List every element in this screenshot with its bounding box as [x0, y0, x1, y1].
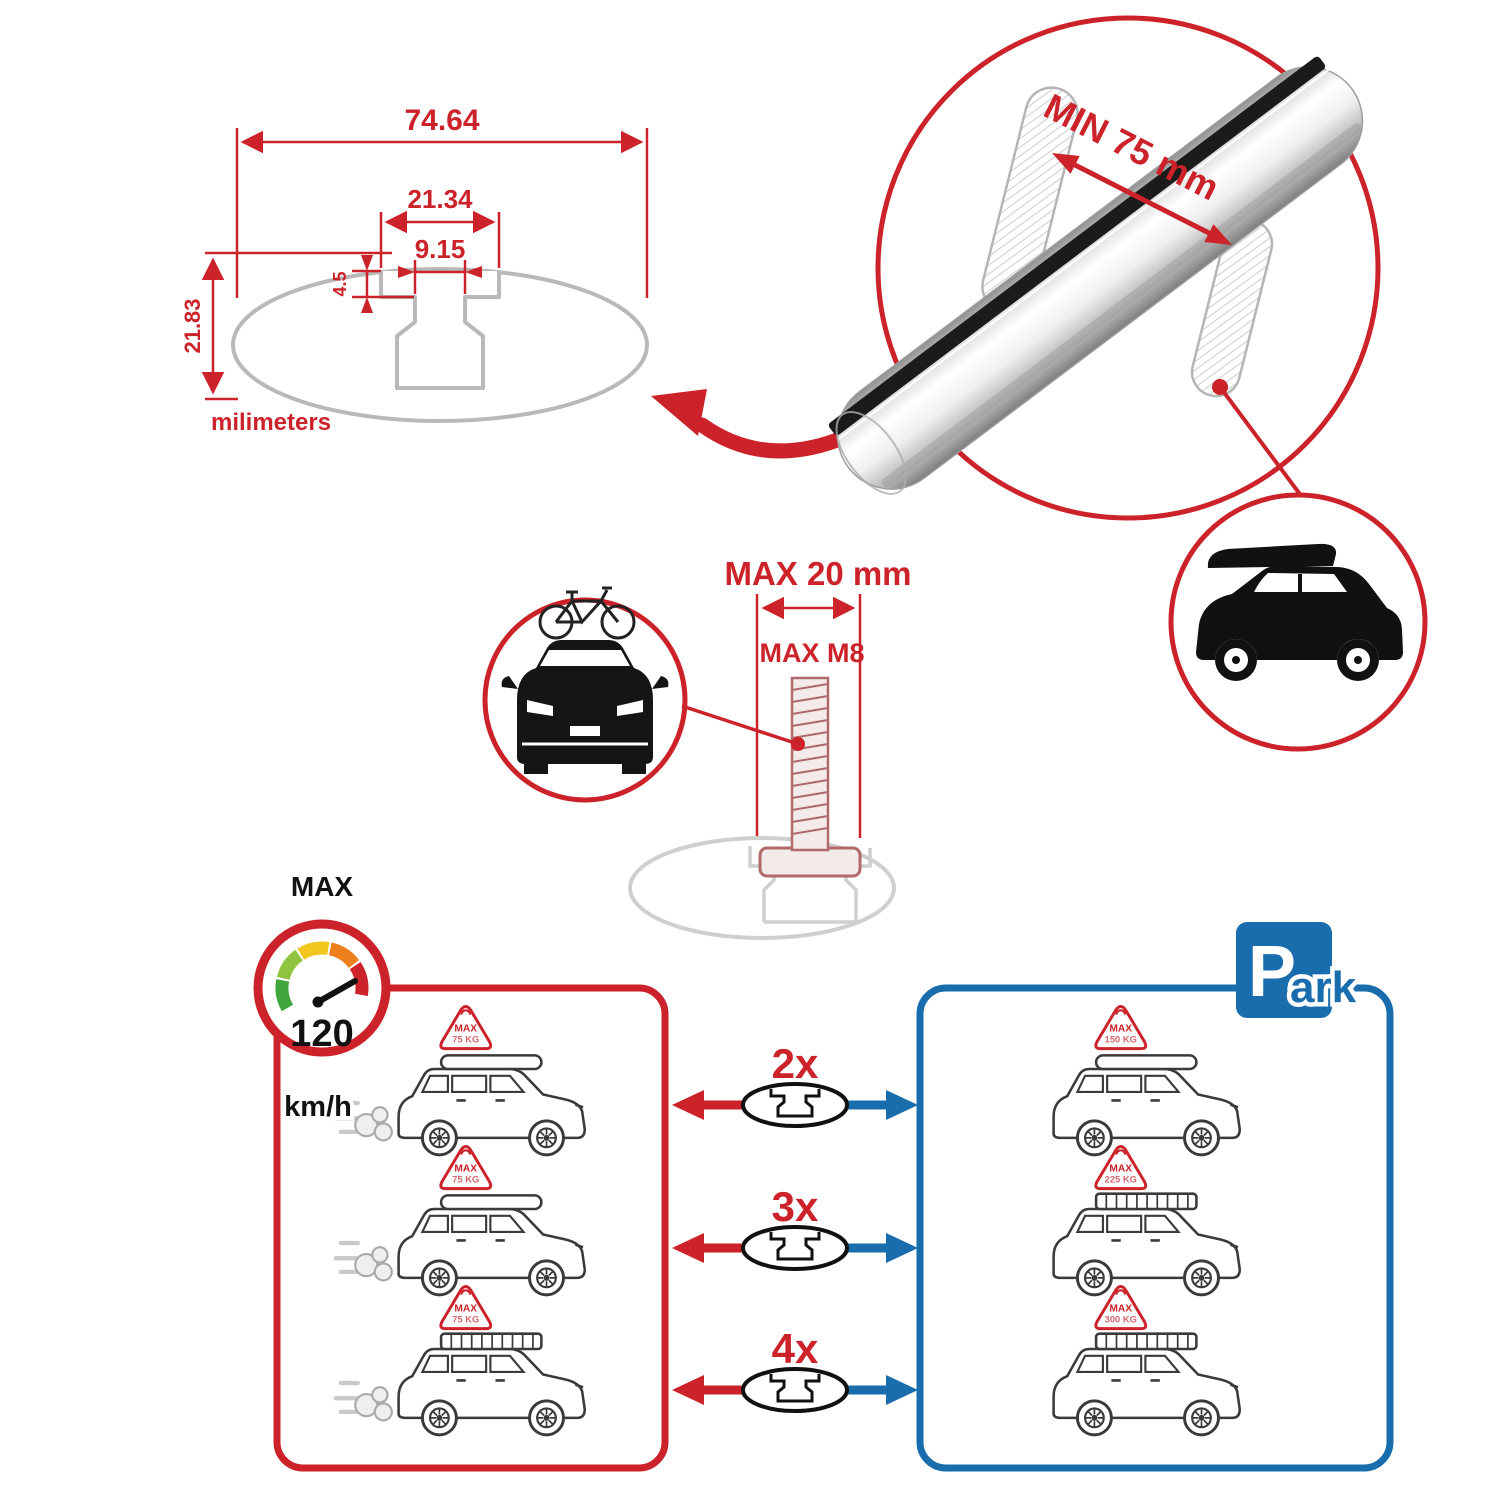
car-front-illustration: [501, 640, 669, 774]
max-load-sign: MAX 225 KG: [1094, 1145, 1148, 1191]
cross-section-diagram: 74.64 21.34 9.15 4.5 21.83 milimeters: [180, 104, 853, 459]
suv-silhouette: [1196, 566, 1403, 660]
speedometer-gauge-arc: [275, 941, 369, 1012]
park-sign-square: [1236, 922, 1332, 1018]
aluminum-crossbar-render: [828, 56, 1364, 495]
suv-with-roofbox-illustration: [1196, 543, 1403, 681]
bolt-callout-line: [681, 704, 799, 746]
parked-car-3: MAX 300 KG: [1054, 1285, 1240, 1435]
max-load-sign: MAX 300 KG: [1094, 1285, 1148, 1331]
svg-text:MAX: MAX: [1109, 1024, 1132, 1035]
park-sign-suffix: ark: [1290, 963, 1357, 1012]
speed-units: km/h: [284, 1091, 352, 1123]
svg-text:MAX: MAX: [454, 1024, 477, 1035]
dim-slot-width: 9.15: [415, 234, 466, 264]
multiplier-row-3: 4x: [672, 1325, 918, 1413]
min-span-arrow-line: [1073, 162, 1211, 236]
svg-text:75 KG: 75 KG: [452, 1315, 479, 1325]
driving-car-3: MAX 75 KG: [336, 1285, 585, 1435]
dim-total-width: 74.64: [404, 104, 479, 137]
svg-text:300 KG: 300 KG: [1105, 1315, 1137, 1325]
speedometer-needle: [315, 978, 358, 1005]
pointer-arrow-head: [651, 389, 707, 436]
bolt-diagram: MAX 20 mm MAX M8: [628, 555, 912, 940]
blue-arrow-icon: [886, 1233, 918, 1263]
bicycle-icon: [538, 586, 636, 640]
max-load-sign: MAX 75 KG: [439, 1285, 493, 1331]
red-arrow-icon: [672, 1233, 704, 1263]
max-load-sign: MAX 150 KG: [1094, 1005, 1148, 1051]
driving-panel: MAX 75 KG MAX 75 KG MAX 75 KG: [336, 1005, 585, 1435]
svg-text:MAX: MAX: [1109, 1164, 1132, 1175]
min-span-arrow-head-end: [1204, 224, 1232, 245]
driving-car-1: MAX 75 KG: [336, 1005, 585, 1155]
driving-panel-frame: [273, 984, 669, 1472]
bolt-callout-dot: [791, 737, 805, 751]
svg-text:MAX: MAX: [1109, 1304, 1132, 1315]
multiplier-row-2: 3x: [672, 1183, 918, 1271]
blue-arrow-icon: [886, 1090, 918, 1120]
red-arrow-icon: [672, 1090, 704, 1120]
svg-text:75 KG: 75 KG: [452, 1175, 479, 1185]
crossbar-section-icon: [741, 1367, 849, 1413]
svg-text:MAX: MAX: [454, 1164, 477, 1175]
multiplier-row-1: 2x: [672, 1040, 918, 1128]
dim-lip-depth: 4.5: [330, 271, 350, 296]
bar-detail-circle: MIN 75 mm: [828, 15, 1381, 521]
park-sign-letter: P: [1248, 932, 1296, 1012]
max-load-sign: MAX 75 KG: [439, 1005, 493, 1051]
roof-box-icon: [1207, 543, 1337, 568]
svg-text:150 KG: 150 KG: [1105, 1035, 1137, 1045]
bolt-max-thread-label: MAX M8: [759, 638, 864, 668]
park-sign: P ark: [1236, 922, 1361, 1018]
t-bolt: [758, 676, 862, 878]
svg-text:75 KG: 75 KG: [452, 1035, 479, 1045]
min-span-arrow-head-start: [1052, 153, 1080, 174]
roofbox-car-circle: [1168, 492, 1428, 752]
parking-panel: MAX 150 KG MAX 225 KG MAX 300 KG: [1054, 1005, 1240, 1435]
dim-channel-width: 21.34: [407, 184, 473, 214]
parking-panel-frame: [916, 984, 1394, 1472]
multiplier-column: 2x 3x 4x: [672, 1040, 918, 1413]
multiplier-label: 2x: [772, 1040, 819, 1087]
pointer-arrow-curve: [694, 417, 853, 459]
dim-total-height: 21.83: [180, 298, 205, 353]
crossbar-section-icon: [741, 1225, 849, 1271]
crossbar-section-icon: [741, 1082, 849, 1128]
red-arrow-icon: [672, 1375, 704, 1405]
speedometer: MAX 120 km/h: [253, 871, 391, 1127]
bike-car-circle: [482, 586, 688, 803]
units-label: milimeters: [211, 409, 331, 436]
callout-line: [1218, 385, 1304, 499]
svg-text:225 KG: 225 KG: [1105, 1175, 1137, 1185]
bolt-max-width-label: MAX 20 mm: [724, 555, 911, 592]
speed-value: 120: [290, 1013, 353, 1055]
multiplier-label: 3x: [772, 1183, 819, 1230]
driving-car-2: MAX 75 KG: [336, 1145, 585, 1295]
max-load-sign: MAX 75 KG: [439, 1145, 493, 1191]
svg-text:MAX: MAX: [454, 1304, 477, 1315]
multiplier-label: 4x: [772, 1325, 819, 1372]
blue-arrow-icon: [886, 1375, 918, 1405]
speed-max-label: MAX: [291, 871, 354, 902]
parked-car-1: MAX 150 KG: [1054, 1005, 1240, 1155]
parked-car-2: MAX 225 KG: [1054, 1145, 1240, 1295]
